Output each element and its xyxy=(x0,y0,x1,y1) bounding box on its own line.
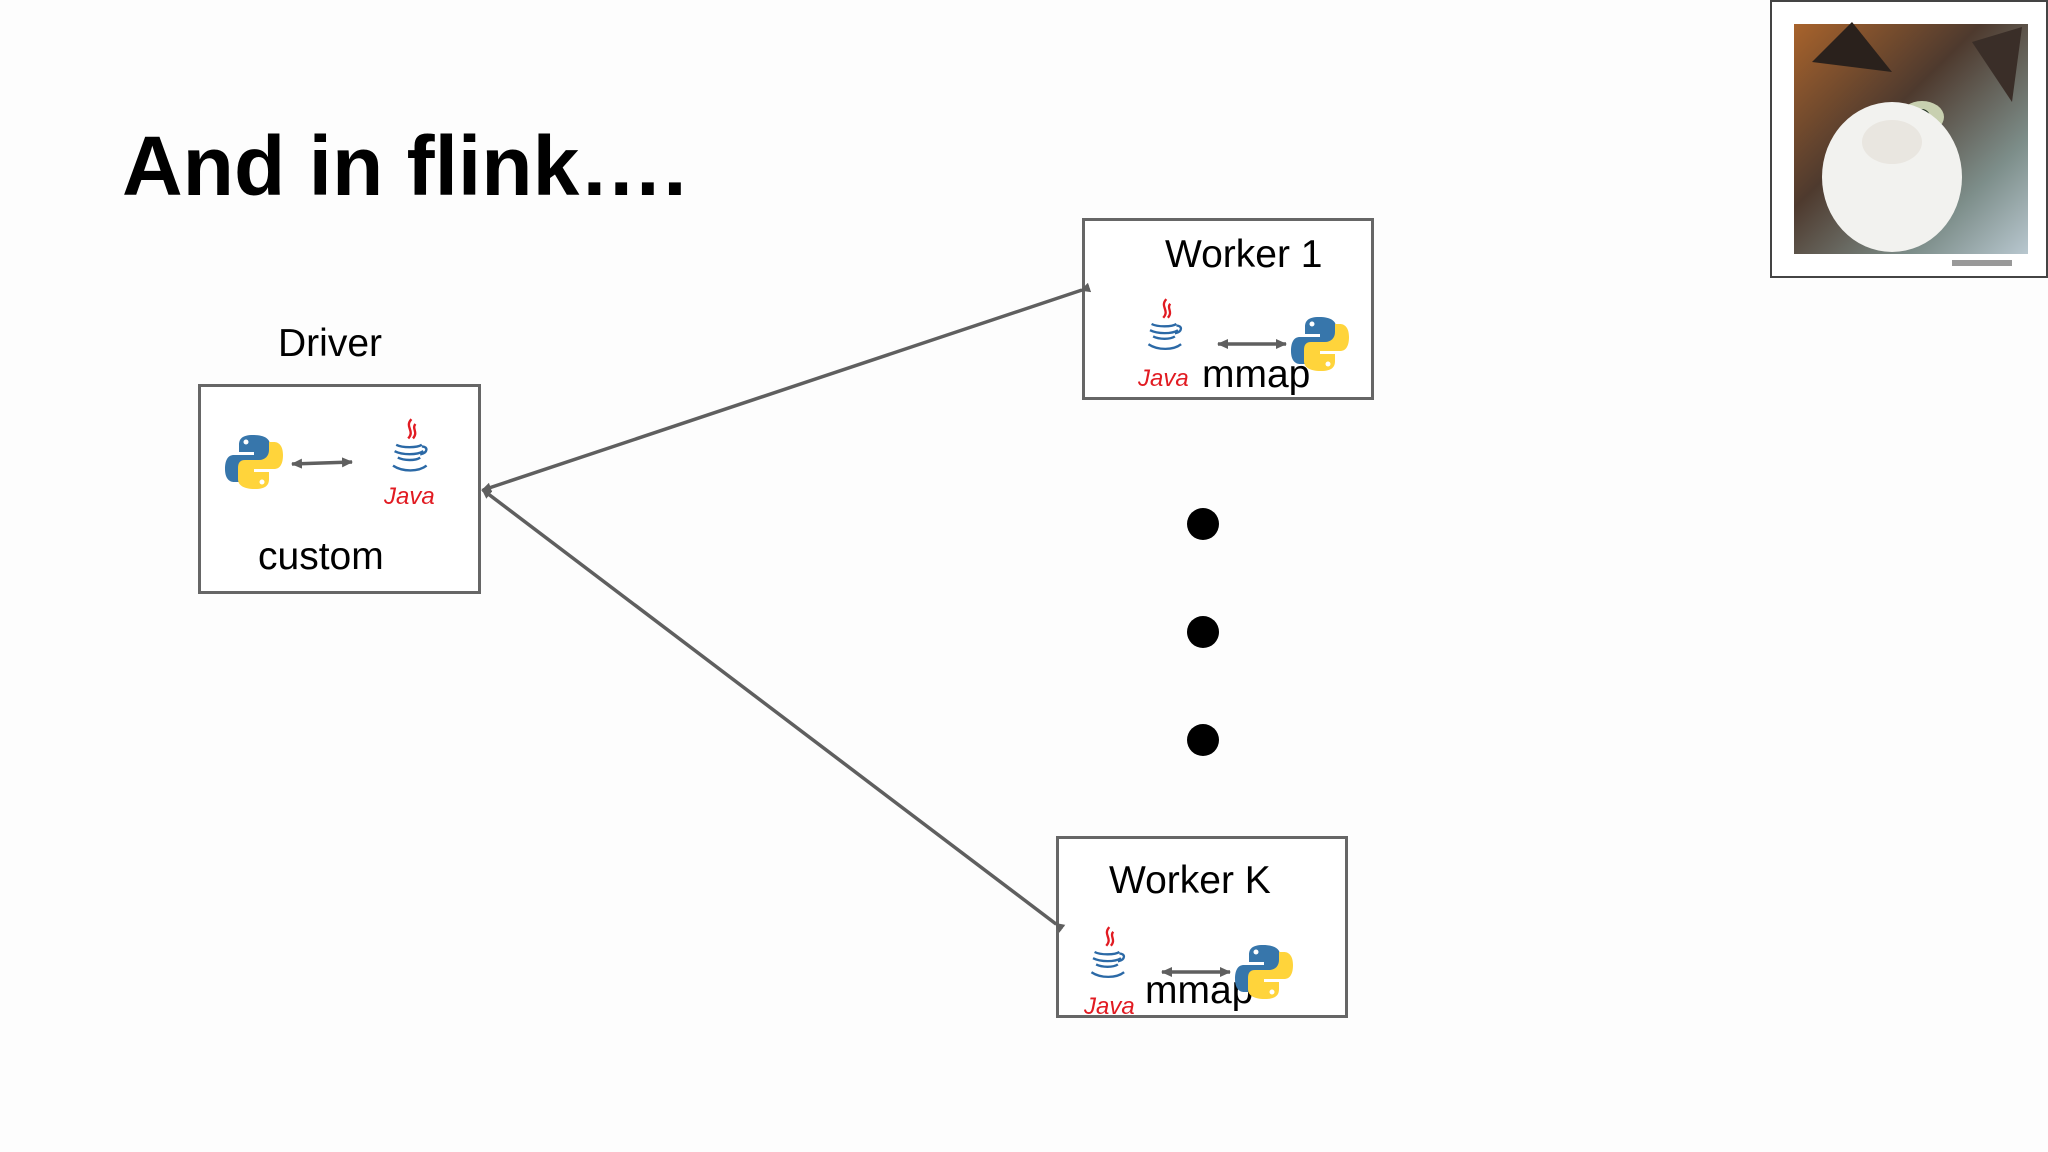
java-icon xyxy=(391,417,429,472)
java-icon-label: Java xyxy=(383,483,435,510)
worker-k-heading: Worker K xyxy=(1109,859,1271,902)
python-icon xyxy=(1235,945,1293,999)
ellipsis-dot xyxy=(1187,616,1219,648)
java-icon-label: Java xyxy=(1083,993,1135,1020)
java-icon xyxy=(1146,297,1183,351)
python-icon xyxy=(1291,317,1349,371)
java-icon-label: Java xyxy=(1137,365,1189,392)
driver-heading: Driver xyxy=(278,322,382,365)
ellipsis-dot xyxy=(1187,724,1219,756)
cat-photo xyxy=(1770,0,2048,278)
slide-title: And in flink…. xyxy=(122,119,687,213)
worker-k-box: Worker K mmap xyxy=(1056,836,1348,1018)
driver-caption: custom xyxy=(258,535,384,578)
python-icon xyxy=(225,435,283,489)
worker-1-caption: mmap xyxy=(1202,353,1311,396)
worker-1-heading: Worker 1 xyxy=(1165,233,1323,276)
ellipsis-dot xyxy=(1187,508,1219,540)
java-icon xyxy=(1089,925,1126,979)
driver-box: custom xyxy=(198,384,481,594)
